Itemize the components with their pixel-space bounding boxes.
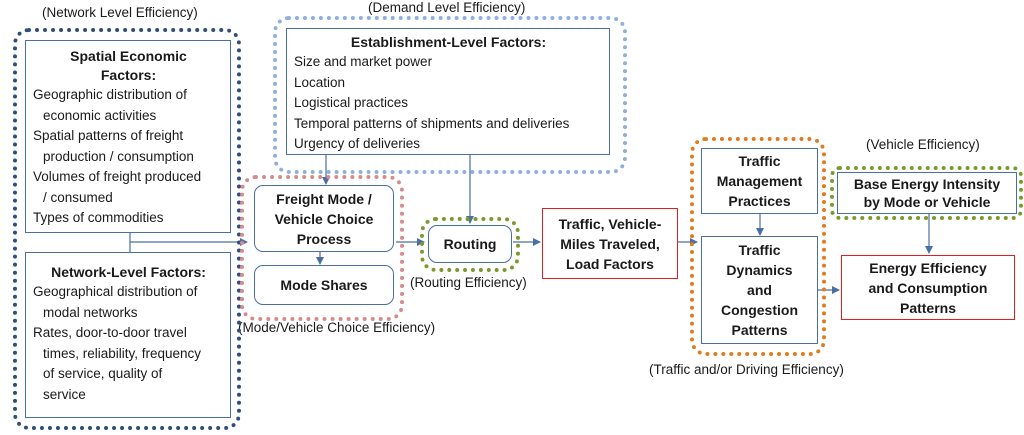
traffic-vmt-line3: Load Factors (566, 255, 654, 272)
base-energy-line2: by Mode or Vehicle (863, 194, 991, 210)
network-item-line: service (43, 386, 86, 402)
traffic-dynamics-line3: and (747, 282, 772, 298)
energy-efficiency-line3: Patterns (899, 299, 957, 316)
establishment-item-line: Temporal patterns of shipments and deliv… (294, 115, 570, 131)
network-factors-title: Network-Level Factors: (51, 264, 206, 280)
network-item-line: of service, quality of (43, 366, 163, 381)
spatial-item-line: Geographic distribution of (33, 87, 187, 102)
spatial-economic-title-line2: Factors: (100, 67, 157, 83)
spatial-item-line: economic activities (43, 107, 157, 123)
spatial-item-line: Types of commodities (33, 210, 164, 225)
caption-demand-level-efficiency: (Demand Level Efficiency) (368, 0, 526, 15)
traffic-management-practices-box: Traffic Management Practices (701, 148, 818, 214)
traffic-dynamics-line4: Congestion (721, 302, 798, 318)
energy-efficiency-consumption-box: Energy Efficiency and Consumption Patter… (841, 255, 1015, 320)
mode-shares-box: Mode Shares (254, 265, 394, 305)
establishment-item-line: Logistical practices (294, 95, 409, 110)
spatial-item-line: production / consumption (43, 148, 194, 164)
traffic-vmt-load-factors-box: Traffic, Vehicle- Miles Traveled, Load F… (542, 208, 678, 279)
freight-choice-line2: Vehicle Choice (274, 210, 374, 227)
demand-level-frame (273, 16, 627, 174)
traffic-management-line3: Practices (728, 193, 791, 209)
spatial-economic-factors-box: Spatial Economic Factors: Geographic dis… (25, 40, 231, 233)
energy-efficiency-line1: Energy Efficiency (869, 259, 987, 276)
establishment-item-line: Size and market power (294, 54, 433, 69)
establishment-item-line: Location (294, 74, 346, 90)
traffic-dynamics-line5: Patterns (731, 322, 788, 338)
network-item-line: modal networks (43, 304, 138, 320)
spatial-item-line: Spatial patterns of freight (33, 128, 184, 143)
caption-vehicle-efficiency: (Vehicle Efficiency) (866, 137, 980, 152)
freight-mode-vehicle-choice-box: Freight Mode / Vehicle Choice Process (254, 185, 394, 252)
spatial-item-line: / consumed (43, 189, 113, 205)
traffic-management-line2: Management (716, 173, 803, 189)
network-item-line: Geographical distribution of (33, 284, 198, 299)
network-item-line: times, reliability, frequency (43, 345, 202, 361)
establishment-level-factors-box: Establishment-Level Factors: Size and ma… (286, 28, 610, 155)
routing-box: Routing (428, 225, 512, 263)
establishment-item-line: Urgency of deliveries (294, 136, 421, 151)
spatial-economic-title-line1: Spatial Economic (70, 48, 187, 64)
traffic-dynamics-line1: Traffic (738, 242, 781, 258)
vehicle-efficiency-frame (830, 166, 1023, 220)
spatial-item-line: Volumes of freight produced (33, 169, 202, 184)
caption-routing-efficiency: (Routing Efficiency) (410, 275, 527, 290)
caption-mode-vehicle-choice-efficiency: (Mode/Vehicle Choice Efficiency) (238, 320, 436, 335)
caption-traffic-driving-efficiency: (Traffic and/or Driving Efficiency) (649, 362, 844, 377)
base-energy-intensity-box: Base Energy Intensity by Mode or Vehicle (837, 172, 1017, 214)
caption-network-level-efficiency: (Network Level Efficiency) (42, 5, 198, 20)
base-energy-line1: Base Energy Intensity (853, 176, 1001, 192)
network-level-factors-box: Network-Level Factors: Geographical dist… (25, 252, 231, 418)
traffic-vmt-line2: Miles Traveled, (560, 235, 660, 252)
traffic-management-line1: Traffic (738, 153, 781, 169)
mode-vehicle-choice-frame (240, 175, 404, 321)
energy-efficiency-line2: and Consumption (868, 279, 988, 296)
mode-shares-label: Mode Shares (280, 277, 368, 293)
traffic-dynamics-congestion-box: Traffic Dynamics and Congestion Patterns (701, 236, 818, 344)
traffic-dynamics-line2: Dynamics (726, 262, 793, 278)
network-item-line: Rates, door-to-door travel (33, 325, 187, 340)
traffic-vmt-line1: Traffic, Vehicle- (558, 215, 662, 232)
routing-label: Routing (443, 236, 497, 252)
routing-frame (420, 217, 520, 272)
network-level-frame (13, 28, 241, 430)
traffic-frame (690, 137, 826, 356)
establishment-title: Establishment-Level Factors: (350, 34, 547, 50)
freight-choice-line1: Freight Mode / (276, 190, 372, 207)
freight-choice-line3: Process (296, 230, 352, 247)
